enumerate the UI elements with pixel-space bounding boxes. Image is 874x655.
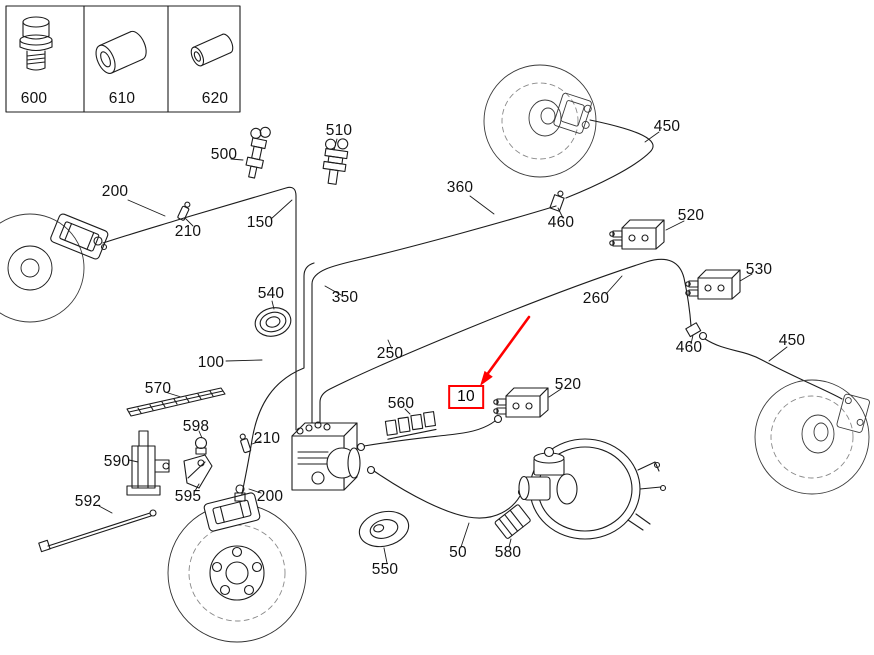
- part-label-520-center[interactable]: 520: [554, 376, 582, 393]
- part-label-360[interactable]: 360: [446, 179, 474, 196]
- dowel-pin-icon: [190, 33, 234, 67]
- sleeve-bushing-icon: [95, 30, 147, 74]
- union-460-right: [685, 322, 708, 341]
- abs-hydraulic-unit: [291, 421, 361, 491]
- part-label-580[interactable]: 580: [494, 544, 522, 561]
- part-label-150[interactable]: 150: [246, 214, 274, 231]
- union-460-top: [549, 190, 565, 212]
- highlight-arrow: [480, 315, 531, 386]
- junction-block-520-center: [493, 387, 549, 418]
- part-label-100[interactable]: 100: [197, 354, 225, 371]
- brake-hose-450-right: [704, 338, 843, 400]
- grommet-550: [358, 510, 410, 548]
- brake-pipes: [102, 186, 692, 517]
- part-label-450-right[interactable]: 450: [778, 332, 806, 349]
- brake-disc-top-right: [483, 64, 597, 178]
- part-label-598[interactable]: 598: [182, 418, 210, 435]
- brake-booster: [518, 438, 667, 540]
- part-label-460-top[interactable]: 460: [547, 214, 575, 231]
- leader-lines: [98, 131, 788, 564]
- part-label-350[interactable]: 350: [331, 289, 359, 306]
- brake-caliper-top-left: [0, 213, 109, 323]
- brake-disc-bottom-right: [754, 379, 870, 495]
- part-label-200-lower[interactable]: 200: [256, 488, 284, 505]
- part-label-50[interactable]: 50: [449, 544, 467, 561]
- grommet-540: [254, 307, 292, 337]
- threaded-cap-icon: [19, 16, 53, 71]
- part-label-500[interactable]: 500: [210, 146, 238, 163]
- part-label-250[interactable]: 250: [376, 345, 404, 362]
- part-label-510[interactable]: 510: [325, 122, 353, 139]
- part-label-200-top[interactable]: 200: [101, 183, 129, 200]
- clip-210-top: [177, 201, 191, 221]
- part-label-595[interactable]: 595: [174, 488, 202, 505]
- part-label-550[interactable]: 550: [371, 561, 399, 578]
- damper-580: [494, 504, 531, 539]
- part-label-570[interactable]: 570: [144, 380, 172, 397]
- clip-set-560: [384, 411, 437, 440]
- part-label-260[interactable]: 260: [582, 290, 610, 307]
- legend-label-610[interactable]: 610: [108, 90, 136, 107]
- connector-500: [245, 126, 271, 179]
- junction-block-520-upper: [609, 219, 665, 250]
- legend-label-600[interactable]: 600: [20, 90, 48, 107]
- part-label-530[interactable]: 530: [745, 261, 773, 278]
- legend-frame: [5, 5, 241, 113]
- junction-block-530: [685, 269, 741, 300]
- part-label-520-top[interactable]: 520: [677, 207, 705, 224]
- part-label-590[interactable]: 590: [103, 453, 131, 470]
- clip-210-lower: [239, 433, 252, 454]
- bracket-595: [183, 454, 213, 489]
- clip-598: [194, 436, 208, 455]
- part-label-560[interactable]: 560: [387, 395, 415, 412]
- part-label-210-top[interactable]: 210: [174, 223, 202, 240]
- part-label-450-top[interactable]: 450: [653, 118, 681, 135]
- part-label-540[interactable]: 540: [257, 285, 285, 302]
- connector-510: [322, 138, 349, 185]
- legend-label-620[interactable]: 620: [201, 90, 229, 107]
- brake-disc-bottom-left: [167, 484, 307, 643]
- rod-592: [38, 509, 157, 553]
- pipes-abs-to-master: [356, 414, 527, 519]
- bracket-590: [126, 430, 170, 496]
- part-label-10-highlighted[interactable]: 10: [448, 385, 484, 409]
- part-label-592[interactable]: 592: [74, 493, 102, 510]
- trim-strip-570: [126, 387, 226, 417]
- part-label-460-right[interactable]: 460: [675, 339, 703, 356]
- brake-hose-450-top: [565, 119, 654, 199]
- part-label-210-lower[interactable]: 210: [253, 430, 281, 447]
